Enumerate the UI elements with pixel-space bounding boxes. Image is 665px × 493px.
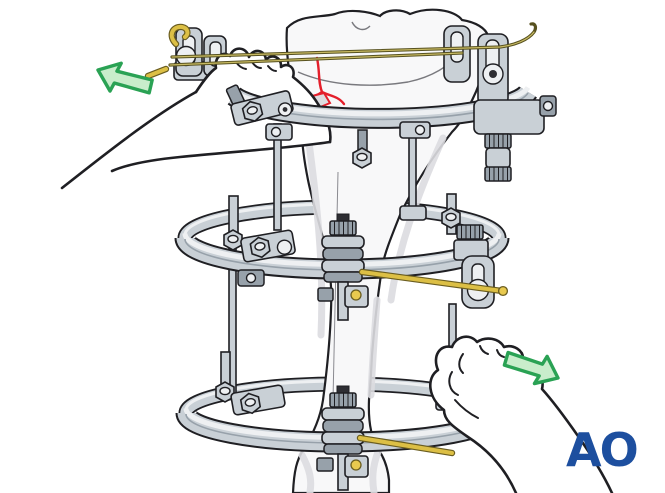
ring-clamp <box>230 384 286 416</box>
direction-arrow-right-icon <box>502 350 560 386</box>
central-wire-clamp <box>316 385 369 491</box>
right-hand <box>429 335 614 493</box>
thin-pin <box>332 171 339 401</box>
ao-logo: AO <box>566 423 637 477</box>
direction-arrow-left-icon <box>96 61 154 95</box>
central-wire-clamp <box>317 213 369 321</box>
ring-clamp <box>230 90 294 126</box>
ring-clamp <box>240 229 296 263</box>
transfixion-wires <box>144 22 538 457</box>
